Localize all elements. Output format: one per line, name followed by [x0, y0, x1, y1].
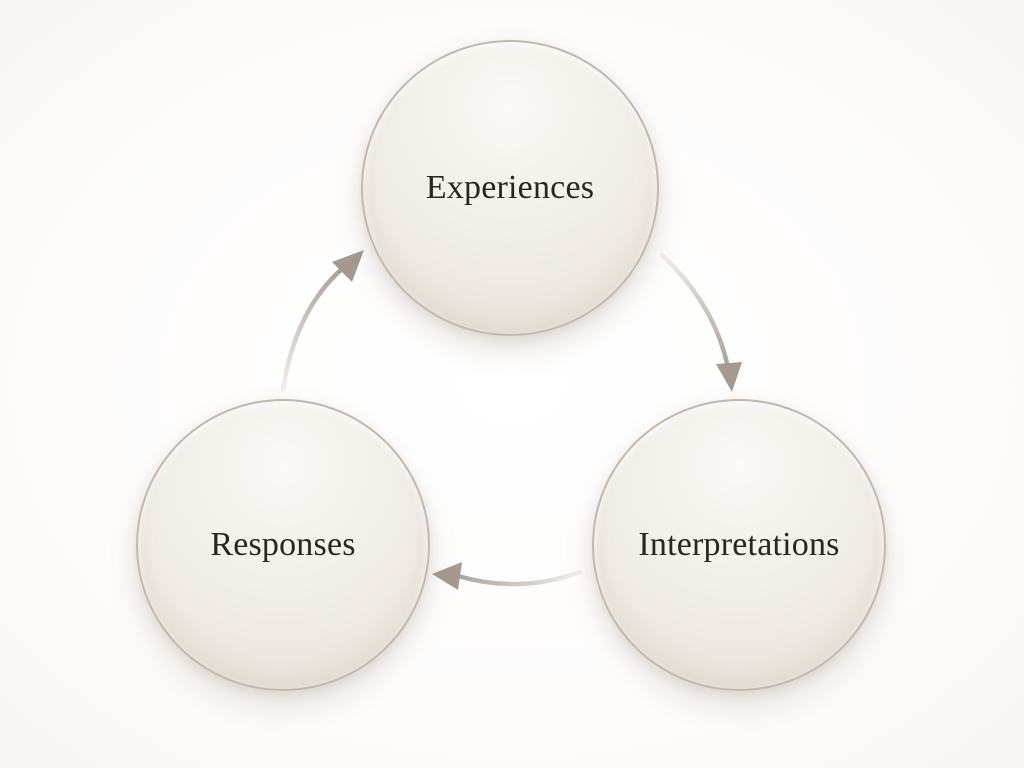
- node-interpretations: Interpretations: [592, 399, 886, 691]
- node-responses: Responses: [136, 399, 430, 691]
- arrow-experiences-to-interpretations: [659, 252, 742, 392]
- node-label-experiences: Experiences: [425, 169, 595, 206]
- arrow-responses-to-experiences: [280, 250, 364, 393]
- node-experiences: Experiences: [361, 40, 659, 336]
- node-label-interpretations: Interpretations: [638, 526, 840, 563]
- arrow-interpretations-to-responses: [432, 562, 583, 590]
- node-label-responses: Responses: [210, 526, 356, 563]
